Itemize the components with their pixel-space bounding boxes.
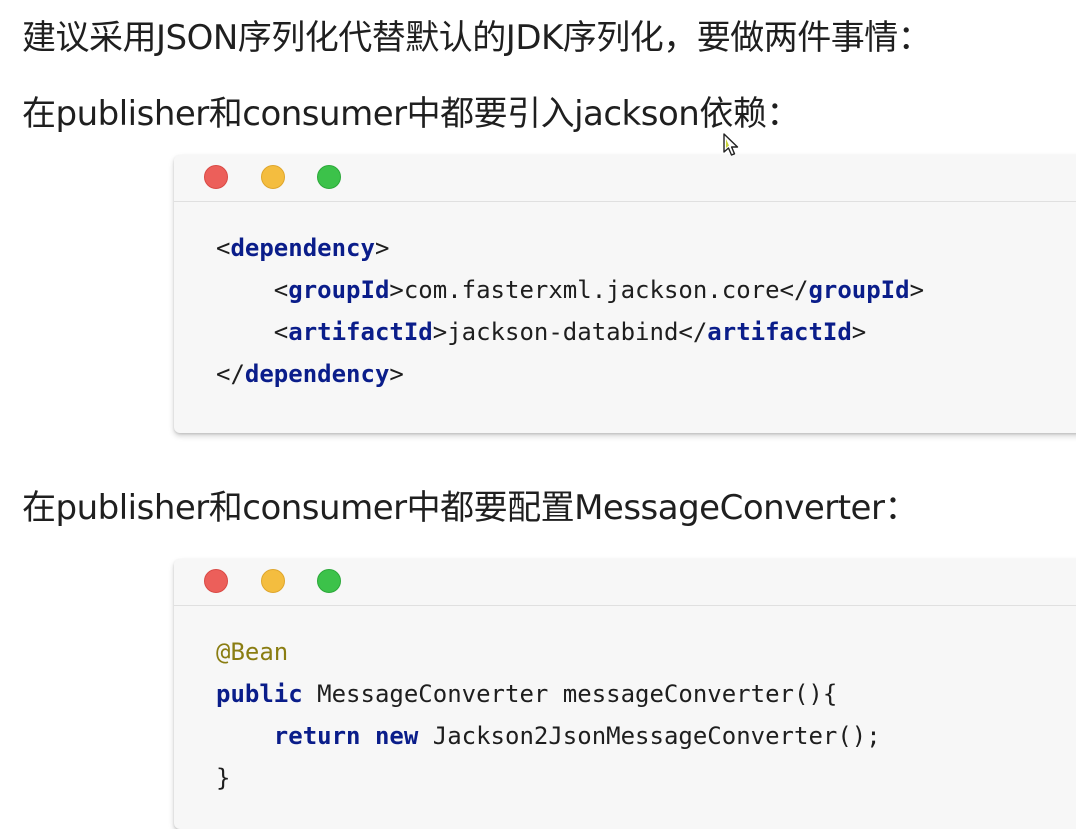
code-block-java: @Bean public MessageConverter messageConv… <box>216 631 881 799</box>
code-indent <box>216 722 274 750</box>
minimize-dot-icon <box>261 569 285 593</box>
code-window-titlebar <box>174 559 1076 606</box>
close-dot-icon <box>204 569 228 593</box>
code-token: > <box>851 318 867 346</box>
code-token: MessageConverter messageConverter(){ <box>302 680 838 708</box>
code-token-tag: dependency <box>230 234 375 262</box>
code-token: < <box>273 276 289 304</box>
code-token <box>361 722 375 750</box>
code-line: <dependency> <box>216 227 924 269</box>
code-token: > <box>389 360 404 388</box>
code-window-titlebar <box>174 155 1076 202</box>
code-line: @Bean <box>216 631 881 673</box>
code-line: <artifactId>jackson-databind</artifactId… <box>216 311 924 353</box>
code-line: } <box>216 757 881 799</box>
code-token: < <box>273 318 289 346</box>
code-token-tag: groupId <box>808 276 910 304</box>
code-token: > <box>909 276 925 304</box>
code-token: >com.fasterxml.jackson.core</ <box>389 276 809 304</box>
code-token: > <box>374 234 390 262</box>
code-window-dependency: <dependency> <groupId>com.fasterxml.jack… <box>174 155 1076 433</box>
code-token-keyword: return <box>273 722 361 750</box>
maximize-dot-icon <box>317 569 341 593</box>
close-dot-icon <box>204 165 228 189</box>
instruction-text-message-converter: 在publisher和consumer中都要配置MessageConverter… <box>22 488 918 528</box>
code-token-tag: artifactId <box>707 318 852 346</box>
code-token-keyword: new <box>374 722 419 750</box>
code-token: </ <box>216 360 245 388</box>
code-token-keyword: public <box>216 680 303 708</box>
mouse-pointer-icon <box>723 133 739 156</box>
minimize-dot-icon <box>261 165 285 189</box>
code-line: <groupId>com.fasterxml.jackson.core</gro… <box>216 269 924 311</box>
code-token: } <box>216 764 231 792</box>
code-window-message-converter: @Bean public MessageConverter messageConv… <box>174 559 1076 829</box>
instruction-text-json-serialization: 建议采用JSON序列化代替默认的JDK序列化，要做两件事情： <box>22 18 932 58</box>
maximize-dot-icon <box>317 165 341 189</box>
code-token-tag: artifactId <box>288 318 433 346</box>
code-line: </dependency> <box>216 353 924 395</box>
code-token-annotation: @Bean <box>216 638 289 666</box>
code-token-tag: dependency <box>244 360 390 388</box>
code-token: Jackson2JsonMessageConverter(); <box>418 722 881 750</box>
code-token: < <box>216 234 231 262</box>
code-block-xml: <dependency> <groupId>com.fasterxml.jack… <box>216 227 924 395</box>
code-token-tag: groupId <box>288 276 390 304</box>
code-token: >jackson-databind</ <box>432 318 708 346</box>
code-line: return new Jackson2JsonMessageConverter(… <box>216 715 881 757</box>
code-indent <box>216 318 274 346</box>
code-line: public MessageConverter messageConverter… <box>216 673 881 715</box>
instruction-text-jackson-dependency: 在publisher和consumer中都要引入jackson依赖： <box>22 94 800 134</box>
code-indent <box>216 276 274 304</box>
